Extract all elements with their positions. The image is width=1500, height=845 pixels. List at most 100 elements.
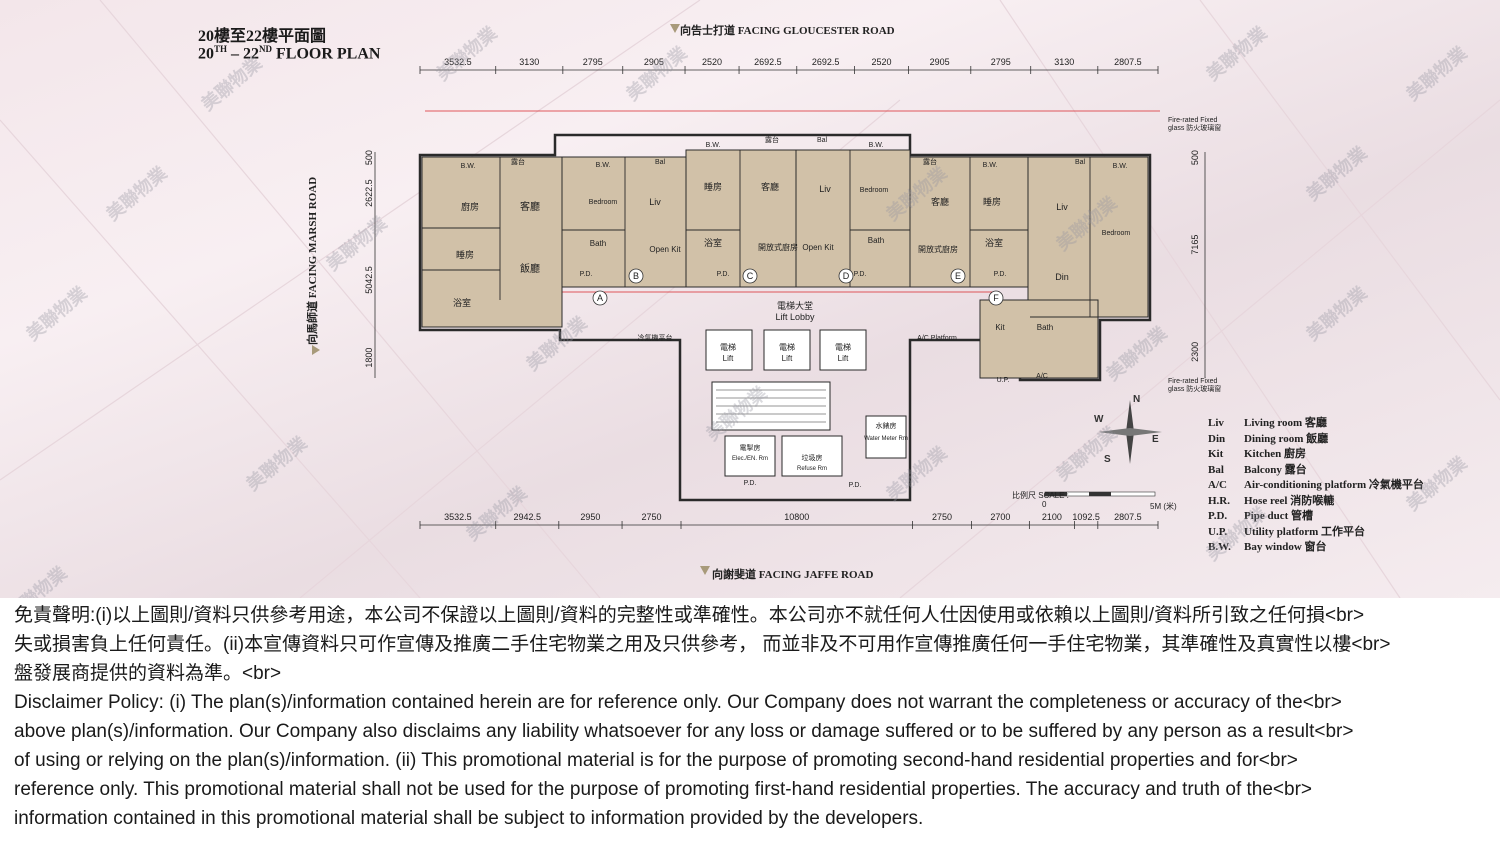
legend-item: H.R.Hose reel 消防喉轆 bbox=[1208, 492, 1424, 508]
page-title-en: 20TH – 22ND FLOOR PLAN bbox=[198, 44, 380, 63]
room-label: Elec./EN. Rm bbox=[732, 456, 768, 462]
fire-glass-note-bottom: Fire-rated Fixed glass 防火玻璃窗 bbox=[1168, 378, 1222, 393]
disclaimer-line: 失或損害負上任何責任。(ii)本宣傳資料只可作宣傳及推廣二手住宅物業之用及只供參… bbox=[14, 634, 1391, 655]
room-label: B.W. bbox=[706, 142, 721, 149]
dimension-label: 1800 bbox=[364, 348, 374, 368]
room-labels: 客廳 飯廳 廚房 睡房 浴室 B.W. 露台 Bedroom Liv Bath … bbox=[453, 135, 1130, 489]
disclaimer-text: 免責聲明:(i)以上圖則/資料只供參考用途，本公司不保證以上圖則/資料的完整性或… bbox=[14, 601, 1494, 833]
dimension-label: 7165 bbox=[1190, 235, 1200, 255]
room-label: 水錶房 bbox=[876, 421, 897, 430]
room-label: 廚房 bbox=[461, 201, 479, 212]
legend-abbr: U.P. bbox=[1208, 525, 1228, 538]
legend-text: Utility platform 工作平台 bbox=[1244, 525, 1365, 538]
dimension-label: 2795 bbox=[583, 57, 603, 67]
unit-marker-circle bbox=[950, 268, 966, 284]
disclaimer-line: 盤發展商提供的資料為準。<br> bbox=[14, 663, 282, 684]
room-label: 露台 bbox=[765, 135, 779, 144]
room-label: 電梯大堂 bbox=[777, 300, 813, 311]
room-label: Bal bbox=[655, 159, 666, 166]
fire-glass-note-top: Fire-rated Fixed glass 防火玻璃窗 bbox=[1168, 117, 1222, 132]
room-label: 浴室 bbox=[985, 237, 1003, 248]
dimension-label: 2100 bbox=[1042, 512, 1062, 522]
dimension-label: 2750 bbox=[932, 512, 952, 522]
room-label: 浴室 bbox=[704, 237, 722, 248]
legend-text: Air-conditioning platform 冷氣機平台 bbox=[1244, 479, 1424, 491]
dimension-label: 500 bbox=[1190, 150, 1200, 165]
legend-abbr: A/C bbox=[1208, 479, 1227, 491]
compass-icon: N E S W bbox=[1094, 394, 1162, 465]
room-label: 睡房 bbox=[983, 196, 1001, 207]
disclaimer-line: Disclaimer Policy: (i) The plan(s)/infor… bbox=[14, 692, 1342, 713]
dimension-label: 2300 bbox=[1190, 342, 1200, 362]
room-label: Kit bbox=[995, 323, 1005, 332]
room-label: Lift bbox=[723, 354, 734, 363]
room-label: P.D. bbox=[717, 271, 730, 278]
disclaimer-line: above plan(s)/information. Our Company a… bbox=[14, 721, 1354, 742]
dimension-label: 2807.5 bbox=[1114, 512, 1142, 522]
room-label: 電梯 bbox=[779, 342, 795, 352]
dimension-label: 2692.5 bbox=[754, 57, 782, 67]
room-label: Liv bbox=[649, 197, 661, 207]
room-label: P.D. bbox=[854, 271, 867, 278]
facing-left-arrow bbox=[312, 345, 320, 355]
room-label: Bath bbox=[590, 239, 606, 248]
room-label: B.W. bbox=[596, 162, 611, 169]
room-label: 飯廳 bbox=[520, 262, 540, 275]
unit-marker-label: E bbox=[955, 271, 961, 281]
room-label: Open Kit bbox=[649, 245, 681, 254]
room-label: A/C Platform bbox=[917, 335, 957, 342]
room-label: 客廳 bbox=[520, 200, 540, 213]
dimension-label: 2905 bbox=[930, 57, 950, 67]
compass-e: E bbox=[1152, 434, 1159, 445]
room-label: P.D. bbox=[580, 271, 593, 278]
dimension-label: 2795 bbox=[991, 57, 1011, 67]
dimension-label: 2942.5 bbox=[514, 512, 542, 522]
unit-fills bbox=[421, 149, 1149, 379]
facing-top-label: 向告士打道 FACING GLOUCESTER ROAD bbox=[680, 25, 895, 37]
legend-abbr: H.R. bbox=[1208, 494, 1230, 507]
scale-bar: 0 bbox=[1042, 491, 1156, 509]
legend-abbr: Bal bbox=[1208, 463, 1224, 476]
scale-zero: 0 bbox=[1042, 500, 1047, 509]
room-label: 睡房 bbox=[704, 181, 722, 192]
room-label: Liv bbox=[1056, 202, 1068, 212]
legend-text: Living room 客廳 bbox=[1244, 417, 1327, 429]
room-walls bbox=[422, 150, 1098, 318]
room-label: B.W. bbox=[983, 162, 998, 169]
dimension-label: 1092.5 bbox=[1072, 512, 1100, 522]
room-label: U.P. bbox=[997, 377, 1010, 384]
room-label: P.D. bbox=[849, 482, 862, 489]
legend-text: Bay window 窗台 bbox=[1244, 541, 1327, 553]
title-part: – 22 bbox=[227, 45, 260, 63]
facing-left-label: 向馬師道 FACING MARSH ROAD bbox=[307, 176, 319, 345]
compass-s: S bbox=[1104, 454, 1111, 465]
dimension-label: 3130 bbox=[519, 57, 539, 67]
room-label: 露台 bbox=[511, 157, 525, 166]
legend-item: U.P. Utility platform 工作平台 bbox=[1208, 523, 1424, 539]
right-dimension-labels: 500 7165 2300 bbox=[1190, 150, 1200, 362]
disclaimer-line: reference only. This promotional materia… bbox=[14, 779, 1312, 800]
room-label: Lift bbox=[838, 354, 849, 363]
scale-unit: 5M (米) bbox=[1150, 502, 1177, 511]
room-label: Liv bbox=[819, 184, 831, 194]
room-label: Lift Lobby bbox=[775, 312, 815, 322]
background-pattern bbox=[0, 0, 1500, 598]
disclaimer-line: information contained in this promotiona… bbox=[14, 808, 924, 829]
dimension-label: 3130 bbox=[1054, 57, 1074, 67]
unit-marker-label: A bbox=[597, 293, 603, 303]
room-label: Bath bbox=[1037, 323, 1053, 332]
dimension-label: 2700 bbox=[990, 512, 1010, 522]
dimension-label: 3532.5 bbox=[444, 57, 472, 67]
room-label: 冷氣機平台 bbox=[638, 333, 673, 342]
room-label: Refuse Rm bbox=[797, 466, 827, 472]
unit-marker-label: C bbox=[747, 271, 754, 281]
room-label: Din bbox=[1055, 272, 1069, 282]
disclaimer-line: 免責聲明:(i)以上圖則/資料只供參考用途，本公司不保證以上圖則/資料的完整性或… bbox=[14, 605, 1365, 626]
unit-marker-circle bbox=[628, 268, 644, 284]
